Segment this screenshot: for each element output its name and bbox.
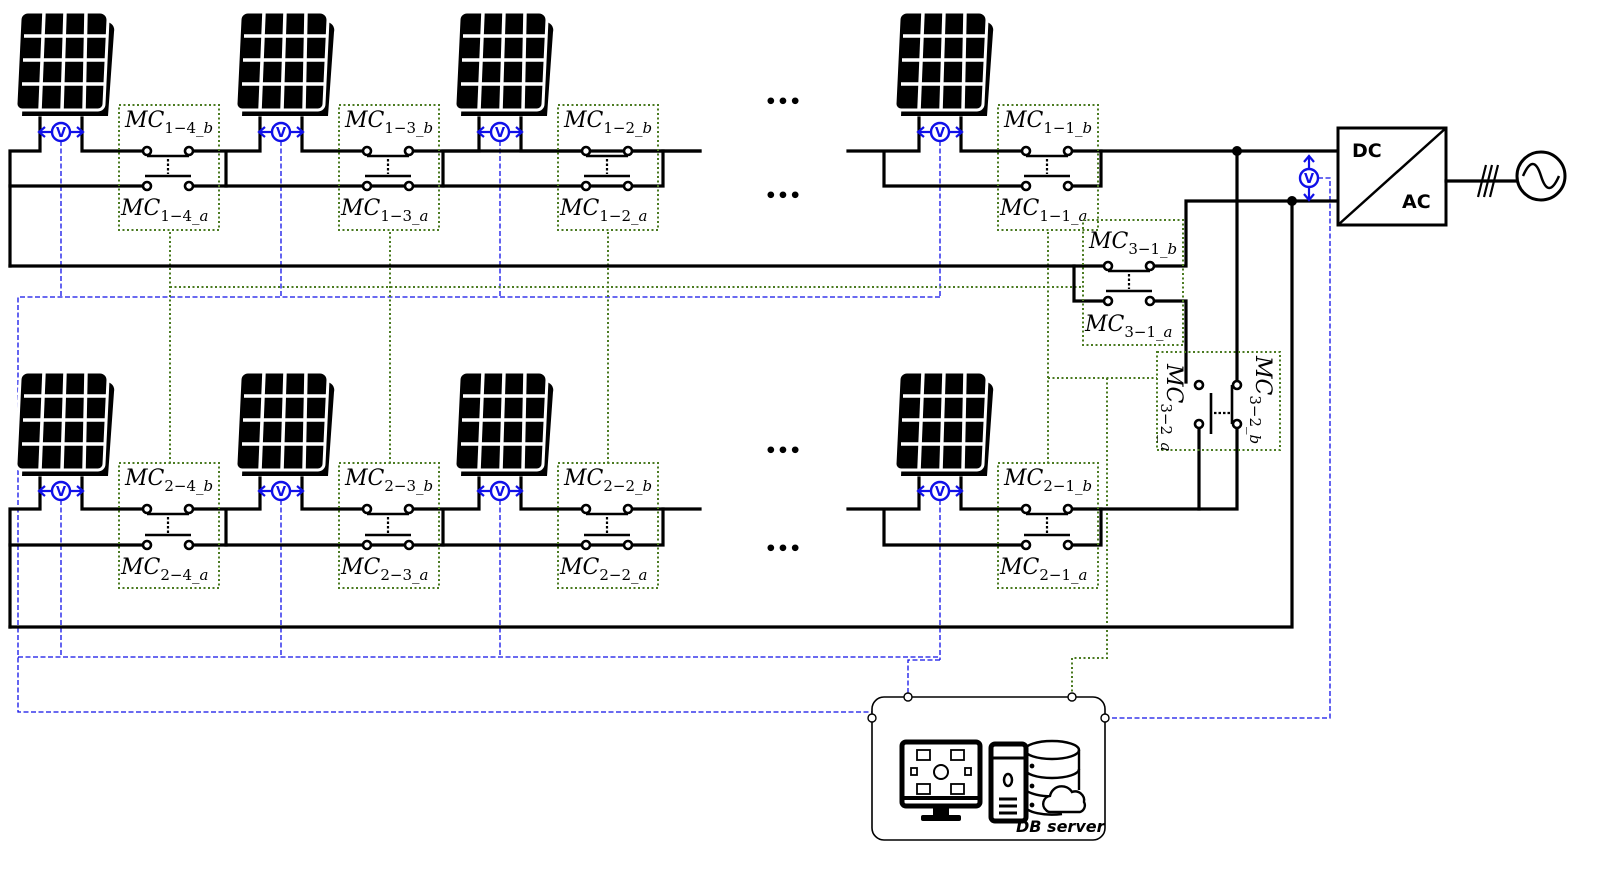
voltage-sense-lines xyxy=(17,141,1331,719)
voltmeter-icon: V xyxy=(916,480,964,502)
voltmeter-icon: V xyxy=(37,480,85,502)
contactor-label-b: MC2−2_b xyxy=(563,466,652,495)
tower-pc-icon xyxy=(988,741,1029,824)
contactor-label-b: MC1−4_b xyxy=(124,108,213,137)
contactor-label-b: MC2−4_b xyxy=(124,466,213,495)
database-cloud-icon xyxy=(1023,739,1087,816)
ellipsis-s1-top: ••• xyxy=(765,91,801,113)
grid-connection xyxy=(1444,150,1567,202)
contactor-label-b: MC3−2_b xyxy=(1246,355,1275,444)
inverter-ac-label: AC xyxy=(1402,191,1431,213)
voltmeter-icon: V xyxy=(476,480,524,502)
solar-panel-icon xyxy=(234,370,337,478)
string-2-wiring xyxy=(8,199,1294,629)
contactor-label-a: MC3−2_a xyxy=(1157,363,1186,451)
contactor-label-a: MC1−4_a xyxy=(120,196,208,225)
db-server-block: DB server xyxy=(867,692,1110,841)
voltmeter-icon: V xyxy=(476,121,524,143)
contactor-label-a: MC2−4_a xyxy=(120,555,208,584)
voltmeter-icon: V xyxy=(37,121,85,143)
svg-text:V: V xyxy=(495,485,505,500)
three-phase-icon xyxy=(1476,164,1500,198)
string-1-panels xyxy=(14,10,996,118)
contactor-group-3-2: MC3−2_a MC3−2_b xyxy=(1156,351,1281,451)
ellipsis-s1-bottom: ••• xyxy=(765,185,801,207)
voltmeter-icon: V xyxy=(916,121,964,143)
svg-text:V: V xyxy=(276,485,286,500)
svg-text:V: V xyxy=(935,485,945,500)
contactor-label-b: MC1−1_b xyxy=(1003,108,1092,137)
ellipsis-indicators: ••• ••• ••• ••• xyxy=(765,91,801,560)
solar-panel-icon xyxy=(893,370,996,478)
ac-source-icon xyxy=(1515,150,1567,202)
solar-panel-icon xyxy=(893,10,996,118)
solar-panel-icon xyxy=(453,10,556,118)
db-server-label: DB server xyxy=(1016,817,1106,836)
contactor-label-a: MC3−1_a xyxy=(1084,312,1172,341)
svg-text:V: V xyxy=(56,485,66,500)
contactor-label-b: MC2−1_b xyxy=(1003,466,1092,495)
ellipsis-s2-top: ••• xyxy=(765,440,801,462)
monitoring-pc-icon xyxy=(899,739,983,821)
inverter: DC AC xyxy=(1336,126,1448,227)
control-lines xyxy=(169,232,1157,697)
svg-text:V: V xyxy=(935,126,945,141)
contactor-label-a: MC2−3_a xyxy=(340,555,428,584)
inverter-voltmeter-icon: V xyxy=(1298,154,1320,202)
string-2-panels xyxy=(14,370,996,478)
contactor-label-b: MC1−2_b xyxy=(563,108,652,137)
solar-panel-icon xyxy=(453,370,556,478)
contactor-label-a: MC2−2_a xyxy=(559,555,647,584)
contactor-label-b: MC3−1_b xyxy=(1088,229,1177,258)
panel-voltmeters: V V V V V V V V V xyxy=(37,121,1320,502)
voltmeter-icon: V xyxy=(257,121,305,143)
contactor-label-a: MC2−1_a xyxy=(999,555,1087,584)
inverter-dc-label: DC xyxy=(1352,140,1382,162)
svg-text:V: V xyxy=(276,126,286,141)
ellipsis-s2-bottom: ••• xyxy=(765,538,801,560)
contactor-label-a: MC1−1_a xyxy=(999,196,1087,225)
string-1-wiring xyxy=(8,116,1340,384)
contactor-label-b: MC1−3_b xyxy=(344,108,433,137)
contactor-groups: MC1−4_bMC1−4_aMC1−3_bMC1−3_aMC1−2_bMC1−2… xyxy=(118,104,1281,589)
svg-text:V: V xyxy=(495,126,505,141)
contactor-label-a: MC1−3_a xyxy=(340,196,428,225)
svg-text:V: V xyxy=(56,126,66,141)
contactor-label-b: MC2−3_b xyxy=(344,466,433,495)
svg-text:V: V xyxy=(1304,172,1314,187)
voltmeter-icon: V xyxy=(257,480,305,502)
solar-panel-icon xyxy=(14,10,117,118)
solar-panel-icon xyxy=(234,10,337,118)
solar-panel-icon xyxy=(14,370,117,478)
contactor-label-a: MC1−2_a xyxy=(559,196,647,225)
